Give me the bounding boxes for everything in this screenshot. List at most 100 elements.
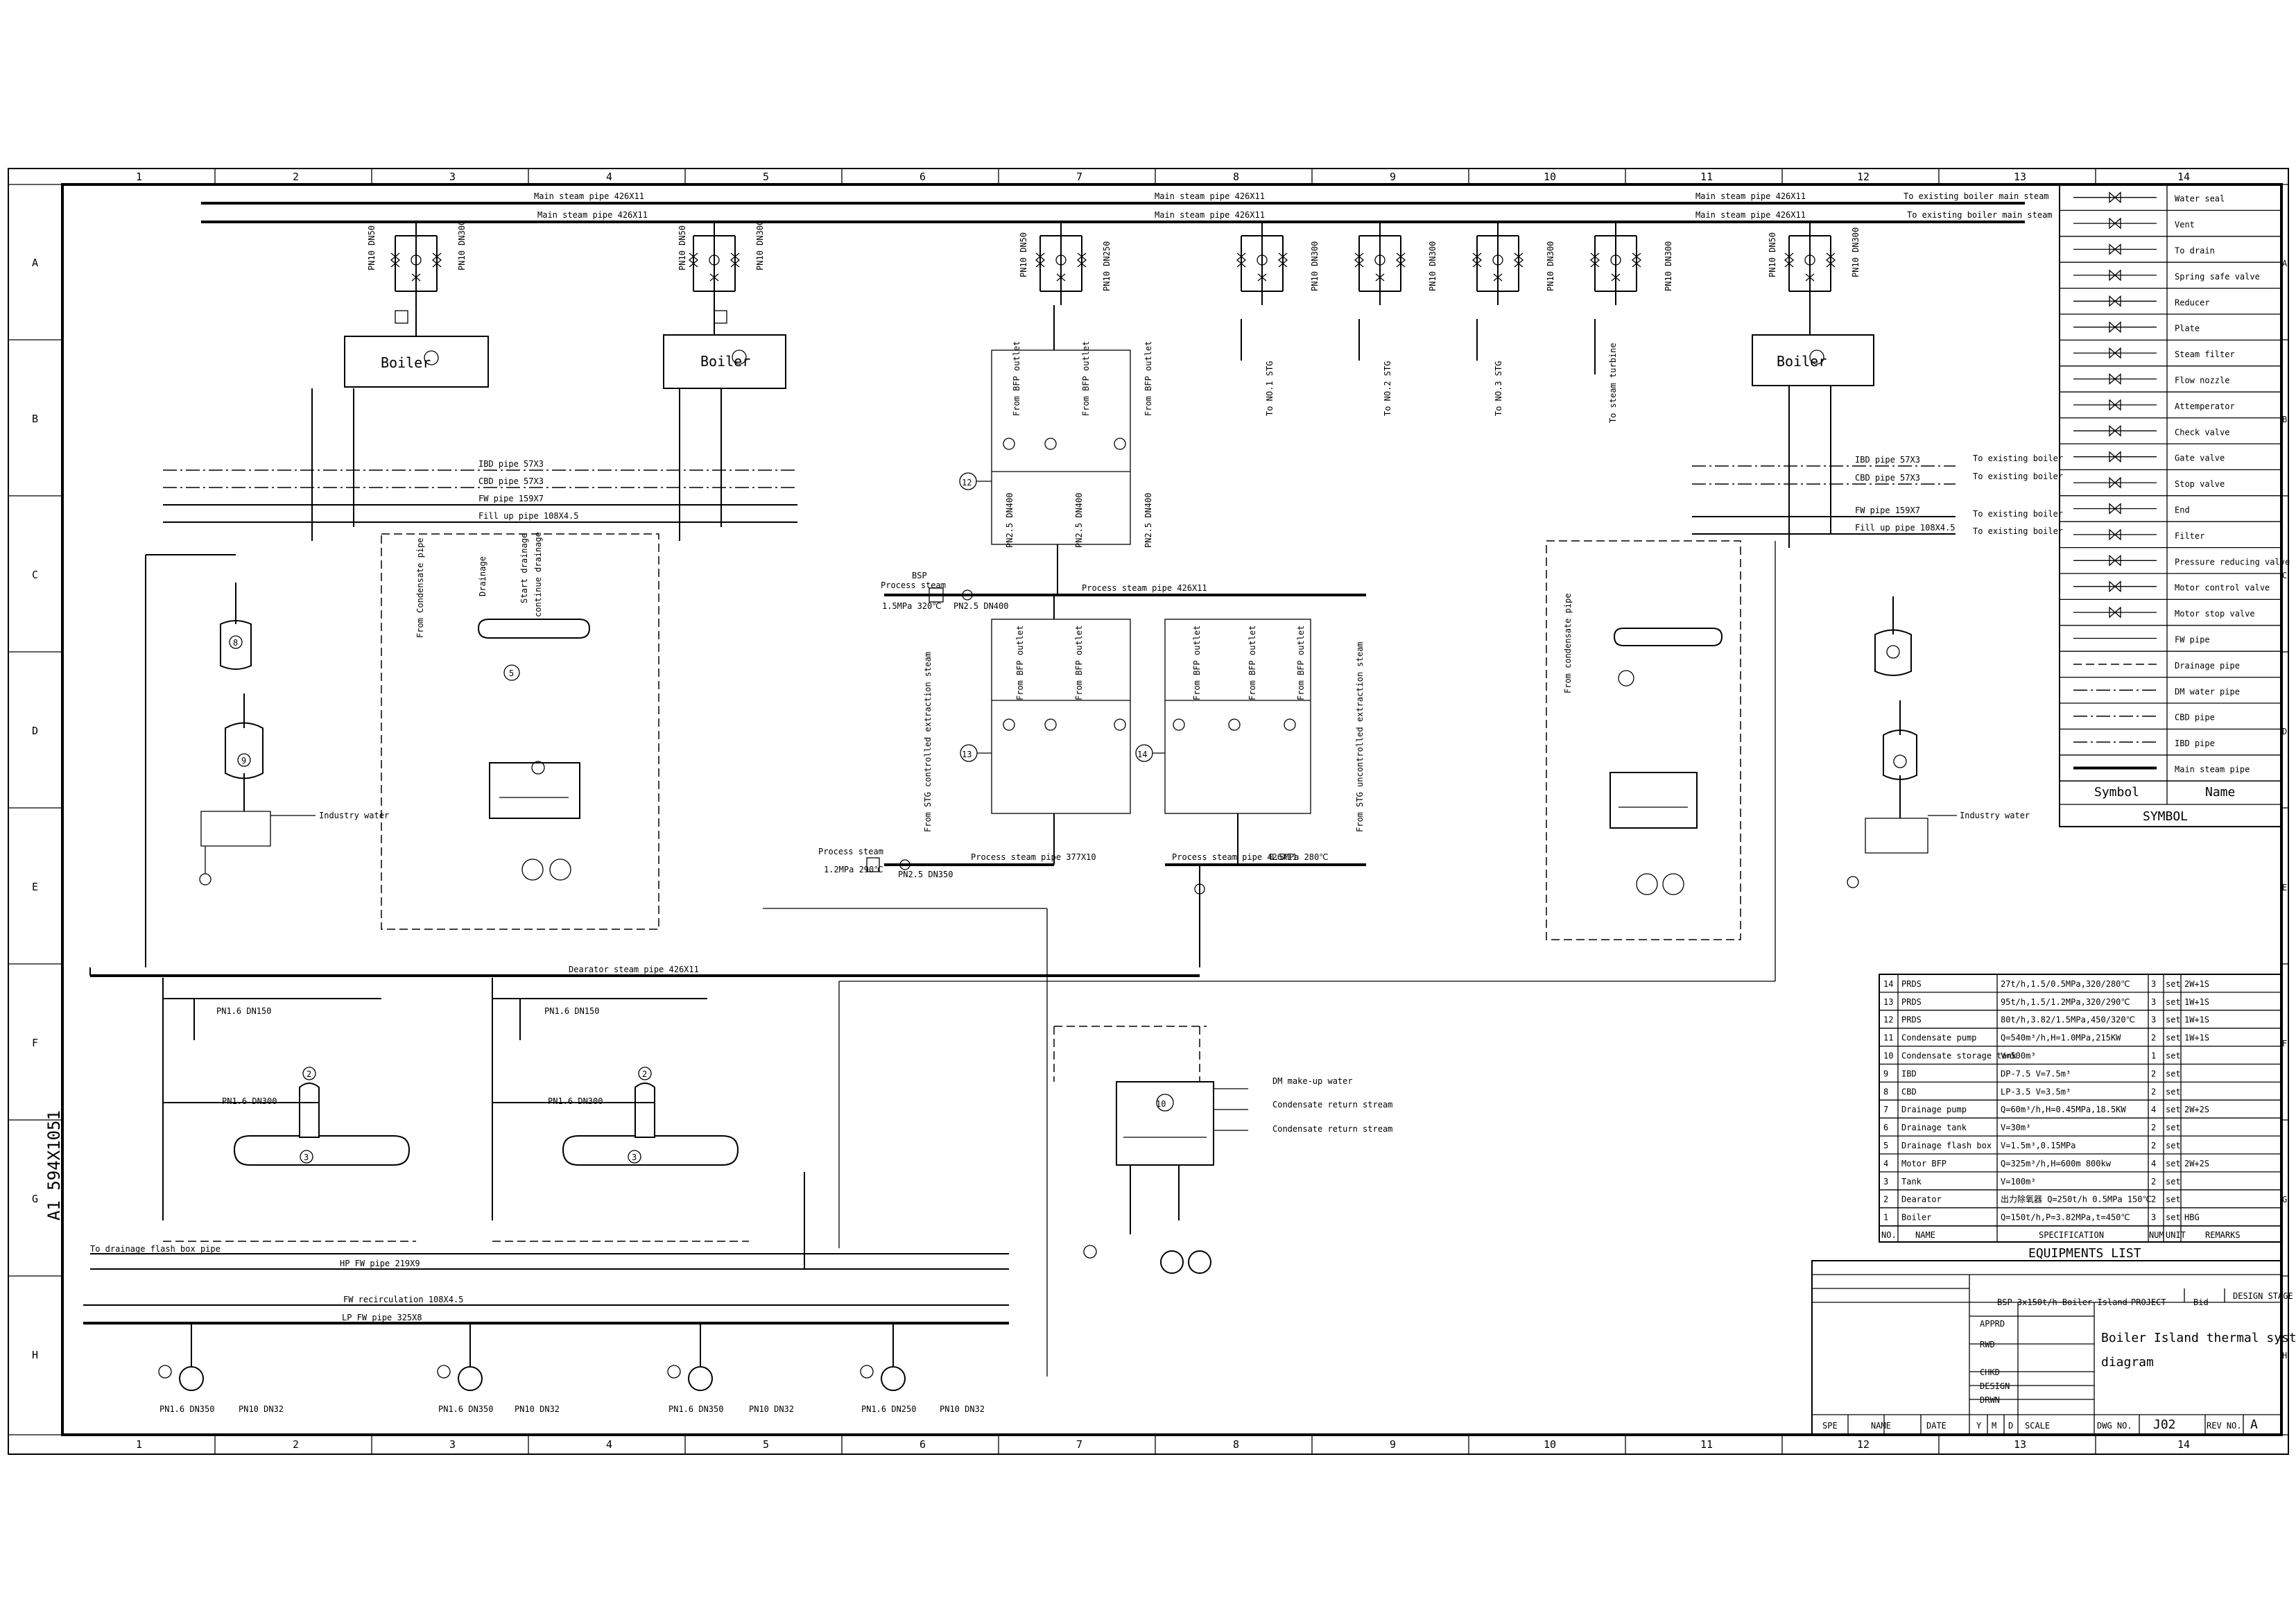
approval-row: DRWN [1980,1395,2000,1405]
approval-row: DESIGN [1980,1381,2010,1391]
right-return-line [763,541,1776,1377]
pipe-label: 1.5MPa 320℃ [882,601,942,611]
column-header: SPECIFICATION [2039,1230,2104,1240]
table-cell: HBG [2184,1213,2200,1223]
legend-caption: SYMBOL [2143,809,2188,824]
reducer-icon [2073,295,2157,307]
equipment-label: From BFP outlet [1192,625,1202,700]
stop-valve-icon [2073,476,2157,489]
legend-row: Motor control valve [2060,580,2281,601]
legend-row: Attemperator [2060,399,2281,419]
column-number: 11 [1700,1438,1713,1451]
boiler-3: Boiler [1752,305,1874,386]
svg-text:PN10 DN32: PN10 DN32 [515,1404,560,1414]
table-cell: Condensate pump [1901,1033,1976,1043]
legend-label: Drainage pipe [2175,661,2240,671]
footer-cell: M [1992,1421,1996,1431]
pipe-label: Dearator steam pipe 426X11 [569,965,699,974]
legend-row: IBD pipe [2060,739,2281,756]
drainage-system-left: 5 From Condensate pipe Drainage Start dr… [381,532,659,930]
boiler-1-valve-station: PN10 DN50 PN10 DN300 [367,221,467,324]
svg-text:PN2.5 DN350: PN2.5 DN350 [898,870,953,879]
table-cell: set [2166,1087,2181,1096]
table-cell: V=100m³ [2001,1177,2036,1187]
pipe-label: FW pipe 159X7 [1855,506,1920,515]
pipe-label: Condensate return stream [1272,1100,1392,1110]
table-cell: DP-7.5 V=7.5m³ [2001,1069,2071,1078]
boiler-3-valve-station: PN10 DN50 PN10 DN300 [1768,221,1861,306]
stage-value: Bid [2193,1297,2209,1307]
row-letter: G [2282,1195,2287,1205]
table-cell: 1 [1883,1213,1888,1223]
column-number: 3 [449,171,456,183]
table-cell: 8 [1883,1087,1888,1096]
legend-label: Plate [2175,324,2200,334]
table-cell: Q=325m³/h,H=600m 800kw [2001,1159,2112,1168]
legend-label: Flow nozzle [2175,376,2229,386]
pipe-label: HP FW pipe 219X9 [340,1259,420,1268]
end-icon [2073,503,2157,515]
main-steam-headers: Main steam pipe 426X11 Main steam pipe 4… [201,191,2053,223]
row-letter: C [32,569,38,581]
row-letter: F [2282,1039,2287,1049]
legend-row: Spring safe valve [2060,269,2281,289]
table-cell: set [2166,1159,2181,1168]
prds-12: 12 From BFP outlet From BFP outlet From … [959,305,1153,595]
column-number: 5 [763,1438,769,1451]
svg-text:3: 3 [304,1153,309,1162]
legend-label: FW pipe [2175,635,2210,645]
column-numbers-bottom: 1 2 3 4 5 6 7 8 9 10 11 12 13 14 [136,1438,2190,1451]
table-cell: PRDS [1901,979,1922,989]
svg-text:PN10 DN32: PN10 DN32 [239,1404,284,1414]
table-cell: Dearator [1901,1195,1942,1205]
table-cell: set [2166,1051,2181,1061]
table-cell: set [2166,1177,2181,1187]
process-steam-lower: Process steam pipe 377X10 Process steam … [818,813,1366,967]
column-number: 7 [1076,1438,1082,1451]
table-cell: 1 [2151,1051,2156,1061]
svg-text:PN10 DN250: PN10 DN250 [1102,241,1112,291]
svg-text:PN2.5 DN400: PN2.5 DN400 [1074,493,1084,548]
blowdown-vessels-left: 8 9 Industry water [145,554,389,967]
legend-row: To drain [2060,243,2281,263]
table-cell: 4 [2151,1105,2156,1114]
pressure-reducing-valve-icon [2073,554,2157,567]
pipe-label: To drainage flash box pipe [90,1244,221,1254]
equipment-label: continue drainage [533,532,543,617]
drawing-title: diagram [2101,1355,2154,1370]
legend-label: Water seal [2175,194,2225,204]
blowdown-vessels-right: Industry water [1847,596,2030,888]
condensate-storage-tank: 10 DM make-up water Condensate return st… [1053,1026,1392,1274]
column-number: 8 [1233,171,1239,183]
equipment-label: From BFP outlet [1296,625,1306,700]
column-number: 4 [606,1438,612,1451]
table-cell: 2 [2151,1033,2156,1043]
column-number: 10 [1544,171,1556,183]
legend-label: Gate valve [2175,454,2225,463]
table-cell: 2 [2151,1177,2156,1187]
column-header: NO. [1881,1230,1897,1240]
table-cell: LP-3.5 V=3.5m³ [2001,1087,2071,1096]
svg-text:PN2.5 DN400: PN2.5 DN400 [953,601,1008,611]
pipe-label: Fill up pipe 108X4.5 [1855,523,1956,533]
equipment-label: From BFP outlet [1015,625,1025,700]
table-cell: set [2166,1123,2181,1132]
table-cell: Q=540m³/h,H=1.0MPa,215KW [2001,1033,2121,1043]
svg-text:PN10 DN50: PN10 DN50 [677,225,687,270]
svg-text:PN1.6 DN150: PN1.6 DN150 [544,1006,599,1016]
deaerator-1: 3 2 PN1.6 DN150 PN1.6 DN300 [162,978,416,1242]
equipment-label: Boiler [700,353,750,370]
svg-text:PN10 DN50: PN10 DN50 [1019,232,1028,277]
column-number: 9 [1390,1438,1396,1451]
row-letter: A [2282,259,2288,268]
svg-text:2: 2 [642,1069,647,1079]
table-cell: set [2166,1105,2181,1114]
row-letter: F [32,1037,38,1049]
pipe-label: Main steam pipe 426X11 [537,210,648,220]
table-cell: 2 [2151,1195,2156,1205]
table-cell: 2 [2151,1141,2156,1150]
